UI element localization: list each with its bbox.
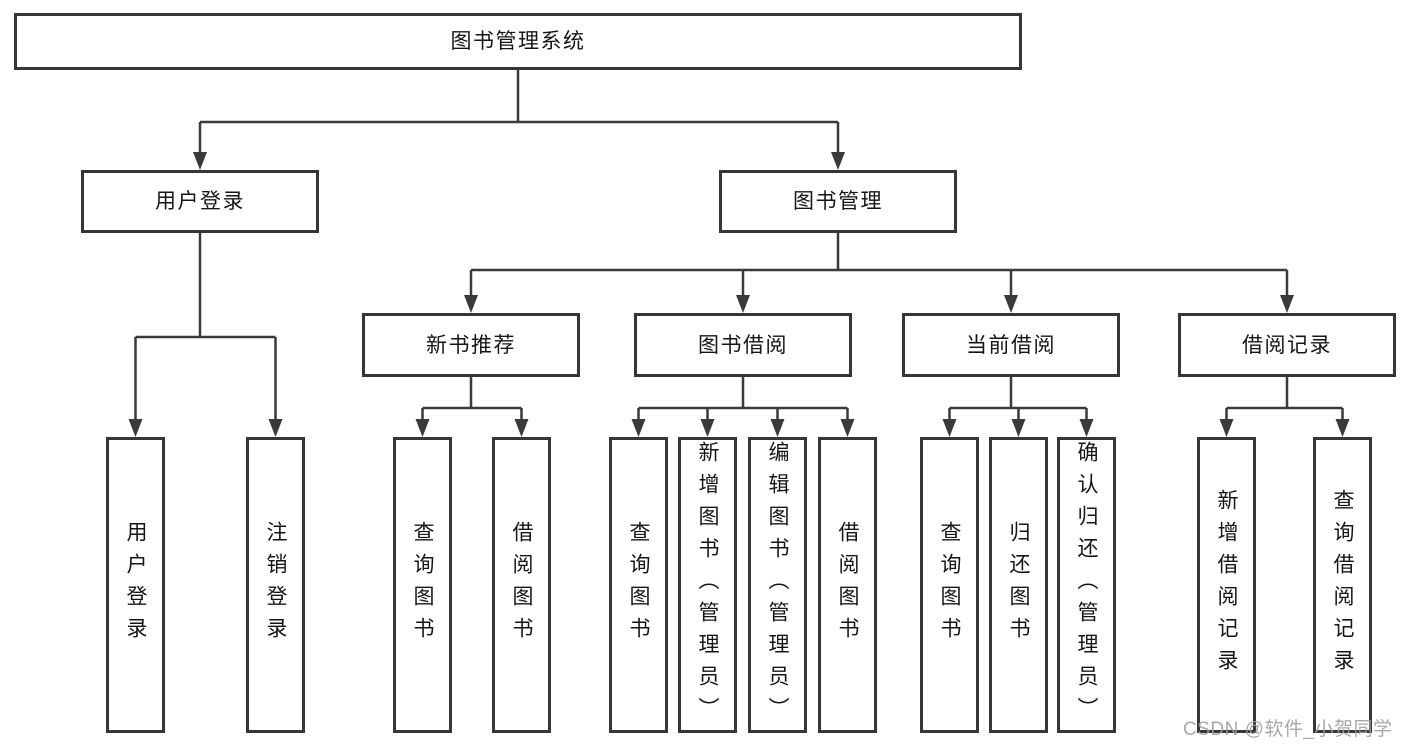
leaf-add-borrow-record-label: 新增借阅记录 [1215, 489, 1238, 681]
leaf-borrow-books: 借阅图书 [818, 437, 877, 733]
leaf-current-query-books: 查询图书 [920, 437, 979, 733]
leaf-query-borrow-record: 查询借阅记录 [1313, 437, 1372, 733]
node-user-login: 用户登录 [81, 170, 319, 233]
node-borrow-records: 借阅记录 [1178, 313, 1396, 377]
leaf-borrow-query-books-label: 查询图书 [627, 521, 650, 649]
leaf-add-borrow-record: 新增借阅记录 [1197, 437, 1256, 733]
watermark: CSDN @软件_小贺同学 [1183, 719, 1393, 740]
leaf-borrow-books-label: 借阅图书 [836, 521, 859, 649]
leaf-confirm-return-admin: 确认归还（管理员） [1057, 437, 1116, 733]
node-current-borrow: 当前借阅 [902, 313, 1120, 377]
leaf-edit-books-admin: 编辑图书（管理员） [748, 437, 807, 733]
node-book-borrow: 图书借阅 [634, 313, 852, 377]
leaf-current-query-books-label: 查询图书 [938, 521, 961, 649]
connector-login-to-leaves [134, 233, 277, 424]
node-book-management-label: 图书管理 [793, 190, 883, 213]
node-root: 图书管理系统 [14, 13, 1022, 70]
leaf-recommend-borrow-books-label: 借阅图书 [510, 521, 533, 649]
node-user-login-label: 用户登录 [155, 190, 245, 213]
node-book-management: 图书管理 [719, 170, 957, 233]
leaf-recommend-query-books: 查询图书 [393, 437, 452, 733]
connector-recommend-to-leaves [421, 377, 523, 424]
node-borrow-records-label: 借阅记录 [1242, 333, 1332, 357]
leaf-recommend-borrow-books: 借阅图书 [492, 437, 551, 733]
connector-root-to-level2 [198, 70, 840, 156]
leaf-confirm-return-admin-label: 确认归还（管理员） [1075, 441, 1098, 729]
node-new-book-recommend-label: 新书推荐 [426, 333, 516, 357]
connector-records-to-leaves [1225, 377, 1344, 424]
connector-current-to-leaves [948, 377, 1088, 424]
leaf-return-books-label: 归还图书 [1007, 521, 1030, 649]
leaf-return-books: 归还图书 [989, 437, 1048, 733]
leaf-recommend-query-books-label: 查询图书 [411, 521, 434, 649]
leaf-edit-books-admin-label: 编辑图书（管理员） [766, 441, 789, 729]
leaf-logout-label: 注销登录 [264, 521, 287, 649]
connector-mgmt-to-level3 [469, 233, 1289, 298]
leaf-borrow-query-books: 查询图书 [609, 437, 668, 733]
leaf-query-borrow-record-label: 查询借阅记录 [1331, 489, 1354, 681]
leaf-add-books-admin-label: 新增图书（管理员） [696, 441, 719, 729]
leaf-user-login-label: 用户登录 [124, 521, 147, 649]
node-current-borrow-label: 当前借阅 [966, 333, 1056, 357]
leaf-add-books-admin: 新增图书（管理员） [678, 437, 737, 733]
leaf-user-login: 用户登录 [106, 437, 165, 733]
node-new-book-recommend: 新书推荐 [362, 313, 580, 377]
leaf-logout: 注销登录 [246, 437, 305, 733]
connector-borrow-to-leaves [637, 377, 849, 424]
node-root-label: 图书管理系统 [450, 30, 586, 53]
node-book-borrow-label: 图书借阅 [698, 333, 788, 357]
